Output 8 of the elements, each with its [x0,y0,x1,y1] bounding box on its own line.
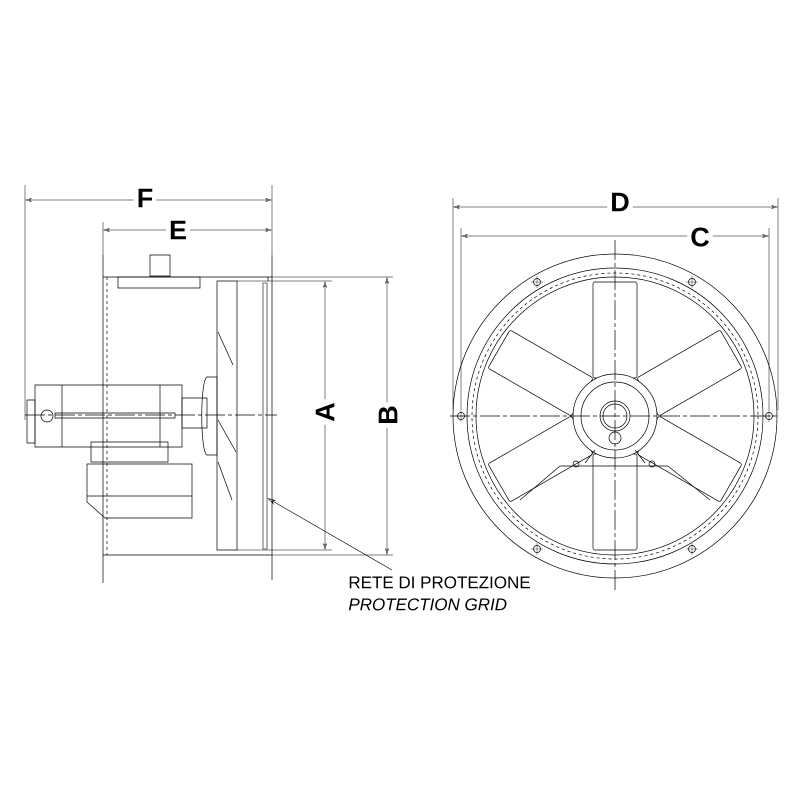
dimension-letter: B [376,402,400,428]
dimension-letter: D [607,190,633,214]
dimension-letter: A [312,399,338,425]
callout-text: RETE DI PROTEZIONE PROTECTION GRID [348,576,530,610]
dimension-letter: F [134,186,156,210]
dimension-letter: E [166,218,190,242]
dimension-letter: C [687,224,713,250]
protection-grid [262,282,268,550]
